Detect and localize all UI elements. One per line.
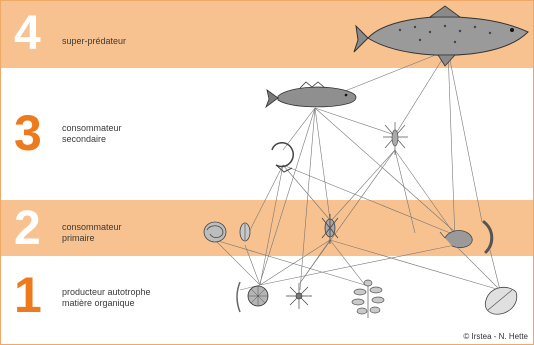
water-flea-icon (321, 214, 339, 244)
level-2-label: consommateur primaire (62, 222, 122, 244)
level-3-label-line-2: secondaire (62, 134, 107, 144)
level-2-label-line-2: primaire (62, 233, 95, 243)
snail-icon (203, 221, 227, 243)
leaf-icon (484, 286, 518, 315)
level-3-label: consommateur secondaire (62, 123, 122, 145)
algae-star-icon (286, 283, 312, 309)
level-4-label-line-1: super-prédateur (62, 36, 127, 46)
level-1-number: 1 (14, 267, 42, 323)
level-1-label-line-1: producteur autotrophe (62, 287, 151, 297)
level-1-label: producteur autotrophe matière organique (62, 287, 151, 309)
credit-text: © Irstea - N. Hette (463, 332, 528, 341)
worm-icon (482, 220, 494, 254)
diatom-icon (247, 285, 269, 307)
aquatic-plant-icon (351, 279, 385, 318)
insect-larva-icon (383, 122, 408, 155)
level-1-label-line-2: matière organique (62, 298, 135, 308)
level-4-number: 4 (14, 7, 41, 60)
fish-icon (353, 5, 529, 67)
small-fish-icon (265, 81, 357, 109)
level-4-label: super-prédateur (62, 36, 126, 47)
seed-icon (239, 222, 251, 242)
level-2-label-line-1: consommateur (62, 222, 122, 232)
level-2-number: 2 (14, 202, 41, 255)
straw-icon (236, 281, 241, 313)
shrimp-larva-icon (271, 142, 294, 173)
level-3-number: 3 (14, 105, 42, 161)
level-2-band (0, 200, 534, 256)
level-3-label-line-1: consommateur (62, 123, 122, 133)
trophic-links (214, 49, 501, 291)
amphipod-icon (439, 230, 473, 248)
